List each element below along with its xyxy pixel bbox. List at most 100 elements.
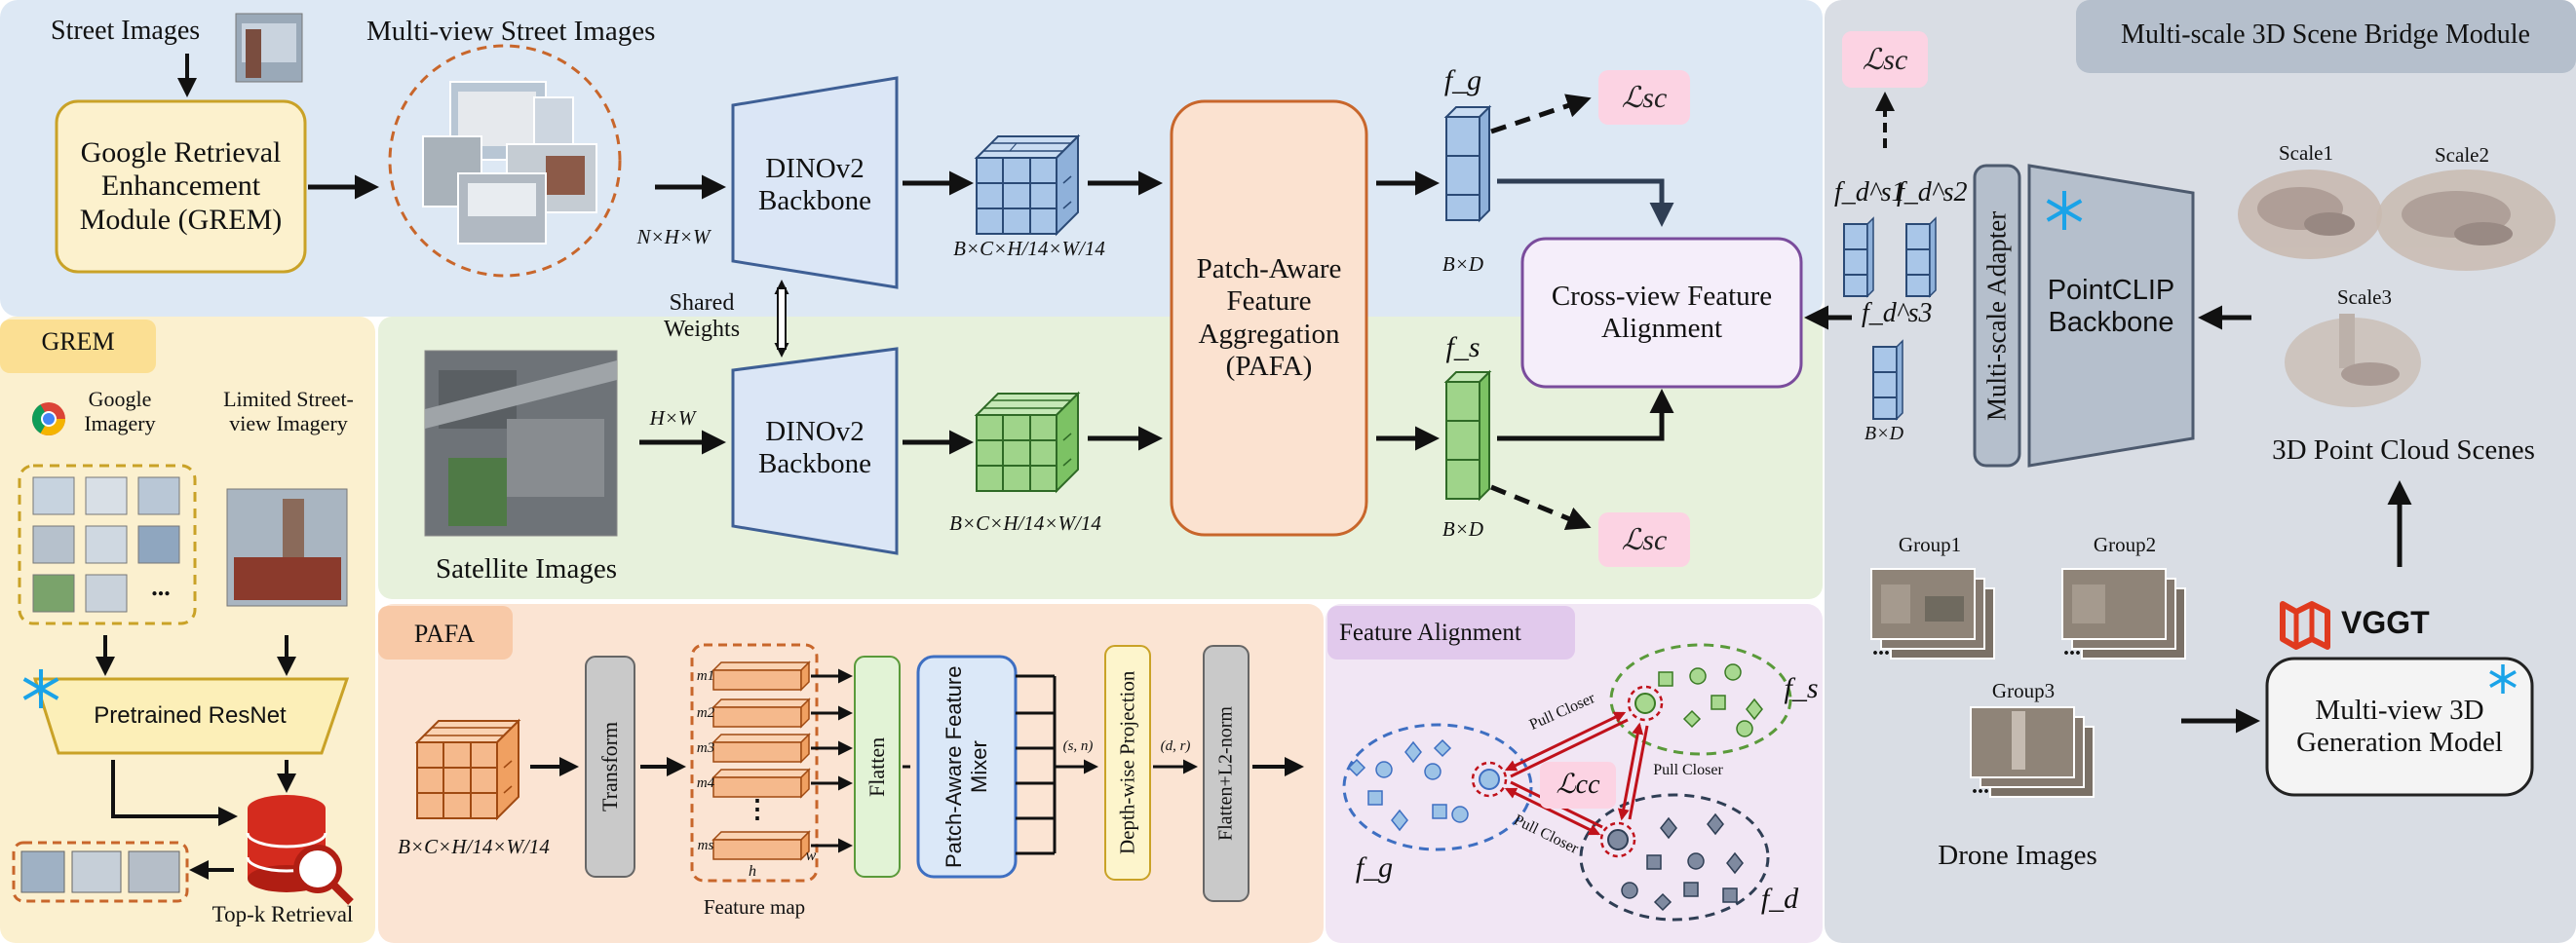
drone-group1 <box>1870 568 1995 660</box>
pafa-tag: PAFA <box>413 620 476 648</box>
fm-label-4: m4 <box>696 775 715 791</box>
depth-proj-box <box>1104 645 1151 881</box>
transform-box <box>585 656 635 878</box>
street-branch <box>55 13 1674 289</box>
google-imagery-dashed <box>18 464 197 625</box>
database-icon <box>246 795 354 905</box>
pafa-orange-cube <box>414 718 521 821</box>
depth-proj-label: Depth-wise Projection <box>1115 670 1139 855</box>
fd-dim-label: B×D <box>1864 423 1904 444</box>
sn-label: (s, n) <box>1062 738 1094 754</box>
grem-box-label: Google Retrieval Enhancement Module (GRE… <box>79 135 283 236</box>
group1-dots: ... <box>1872 635 1890 660</box>
satellite-branch <box>424 347 1674 555</box>
adapter-label: Multi-scale Adapter <box>1981 210 2012 421</box>
fs-cluster <box>1609 643 1792 756</box>
snowflake-icon <box>22 669 59 708</box>
gen-model-box <box>2265 657 2534 797</box>
fm-dots: ⋮ <box>745 795 770 823</box>
feature-map-slabs <box>711 660 811 861</box>
fm-label-3: m3 <box>696 740 715 756</box>
loss-sc-satellite: ℒsc <box>1598 512 1690 567</box>
mixer-output-lines <box>1016 674 1057 855</box>
cross-view-box <box>1520 237 1803 389</box>
fg-cluster <box>1342 723 1533 851</box>
bridge-title-tab <box>2076 0 2576 73</box>
loss-sc-street: ℒsc <box>1598 70 1690 125</box>
drone-images-label: Drone Images <box>1938 840 2097 871</box>
hw-label: H×W <box>649 406 696 430</box>
pafa-region <box>378 604 1324 943</box>
alignment-tag: Feature Alignment <box>1339 620 1521 646</box>
fd-s2-vector <box>1905 216 1937 298</box>
bridge-module <box>1842 31 2556 798</box>
fs-label: f_s <box>1445 331 1480 363</box>
shared-weights-label: Shared Weights <box>663 290 741 342</box>
adapter-box <box>1973 164 2021 468</box>
fd-s1-label: f_d^s1 <box>1834 177 1905 207</box>
fg-label: f_g <box>1443 64 1482 96</box>
street-images-label: Street Images <box>51 16 201 46</box>
group1-label: Group1 <box>1898 533 1962 556</box>
fd-s2-label: f_d^s2 <box>1897 177 1968 207</box>
mixer-box <box>916 655 1018 879</box>
group3-dots: ... <box>1972 773 1989 799</box>
dinov2-satellite-trapezoid <box>731 347 899 555</box>
bridge-region <box>1825 0 2576 943</box>
vggt-label: VGGT <box>2341 605 2430 640</box>
flatten-label: Flatten <box>865 736 889 797</box>
cross-view-label: Cross-view Feature Alignment <box>1551 280 1773 344</box>
fm-h-label: h <box>749 863 756 880</box>
pointclip-snowflake-icon <box>2046 191 2083 230</box>
fm-w-label: w <box>805 848 817 864</box>
group2-label: Group2 <box>2093 533 2157 556</box>
dinov2-street-label: DINOv2 Backbone <box>758 152 871 216</box>
satellite-feature-cube <box>974 391 1081 494</box>
gen-snowflake-icon <box>2489 664 2517 694</box>
pafa-box <box>1170 99 1368 537</box>
pointclip-trapezoid <box>2027 164 2195 468</box>
street-feature-cube <box>974 133 1081 237</box>
feature-map-dashed <box>690 643 819 883</box>
flatten-norm-label: Flatten+L2-norm <box>1214 706 1237 841</box>
flatten-box <box>854 656 901 878</box>
satellite-images-label: Satellite Images <box>435 553 618 585</box>
cluster-fd-label: f_d <box>1760 883 1799 915</box>
cluster-fg-label: f_g <box>1355 851 1394 884</box>
fs-vector <box>1443 369 1492 502</box>
sat-dims-label: B×C×H/14×W/14 <box>949 511 1101 535</box>
bridge-title: Multi-scale 3D Scene Bridge Module <box>2121 19 2530 50</box>
dinov2-street-trapezoid <box>731 76 899 289</box>
gen-model-label: Multi-view 3D Generation Model <box>2296 694 2503 758</box>
transform-label: Transform <box>597 721 622 812</box>
pafa-box-label: Patch-Aware Feature Aggregation (PAFA) <box>1196 252 1342 382</box>
flatten-norm-box <box>1203 645 1250 902</box>
grem-dots: ... <box>151 573 171 601</box>
google-imagery-label: Google Imagery <box>84 387 156 435</box>
nhw-label: N×H×W <box>636 225 711 248</box>
grem-box <box>55 99 307 274</box>
group2-dots: ... <box>2063 635 2081 660</box>
topk-label: Top-k Retrieval <box>211 902 354 926</box>
resnet-label: Pretrained ResNet <box>94 702 287 730</box>
fd-s3-vector <box>1872 339 1903 421</box>
scale3-label: Scale3 <box>2337 285 2392 309</box>
resnet-trapezoid <box>32 677 350 755</box>
fg-dim-label: B×D <box>1442 252 1484 276</box>
drone-group3 <box>1970 706 2095 798</box>
point-cloud-scale1 <box>2238 170 2382 259</box>
mv-photo-2 <box>533 96 574 149</box>
scale1-label: Scale1 <box>2279 141 2333 165</box>
lcc-label: ℒcc <box>1556 770 1600 800</box>
fm-label-2: m2 <box>696 705 715 721</box>
multiview-dashed-circle <box>388 44 622 278</box>
dr-label: (d, r) <box>1160 738 1191 754</box>
drone-group2 <box>2061 568 2186 660</box>
point-cloud-scale2 <box>2376 170 2556 271</box>
pointclip-label: PointCLIP Backbone <box>2047 274 2175 338</box>
topk-dashed <box>12 841 189 903</box>
feature-map-label: Feature map <box>703 895 806 919</box>
fm-label-s: ms <box>697 838 714 853</box>
